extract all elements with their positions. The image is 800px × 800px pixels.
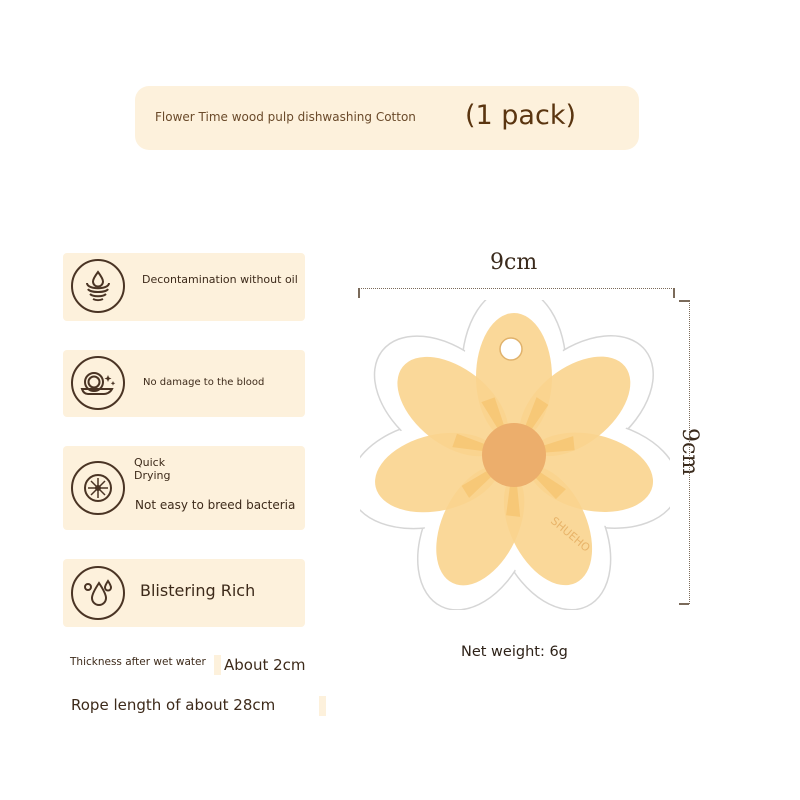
feature-sub-label: Not easy to breed bacteria <box>135 498 296 512</box>
flower-sponge-image: SHUEHO <box>360 300 670 610</box>
feature-label: Blistering Rich <box>140 581 256 600</box>
water-drop-bowl-icon <box>71 259 125 313</box>
width-tick-right <box>673 288 675 298</box>
width-dimension-line <box>359 288 674 289</box>
feature-label: Decontamination without oil <box>142 273 298 286</box>
rope-strip <box>319 696 326 716</box>
width-label: 9cm <box>490 250 538 275</box>
feature-label: No damage to the blood <box>143 377 265 388</box>
water-drops-icon <box>71 566 125 620</box>
product-title: Flower Time wood pulp dishwashing Cotton <box>155 110 416 124</box>
feature-card-blistering: Blistering Rich <box>63 559 305 627</box>
thickness-strip <box>214 655 221 675</box>
feature-card-quick-drying: Quick Drying Not easy to breed bacteria <box>63 446 305 530</box>
feature-card-decontamination: Decontamination without oil <box>63 253 305 321</box>
title-banner: Flower Time wood pulp dishwashing Cotton… <box>135 86 639 150</box>
thickness-value: About 2cm <box>224 656 306 674</box>
hanging-hole <box>499 337 523 361</box>
germ-burst-icon <box>71 461 125 515</box>
flower-center <box>482 423 546 487</box>
width-tick-left <box>358 288 360 298</box>
rope-length: Rope length of about 28cm <box>71 696 276 714</box>
feature-label-line1: Quick <box>134 456 166 469</box>
thickness-label: Thickness after wet water <box>70 656 206 668</box>
net-weight: Net weight: 6g <box>461 644 568 660</box>
height-tick-top <box>679 300 689 302</box>
feature-label-line2: Drying <box>134 469 171 482</box>
pack-count: (1 pack) <box>465 100 576 131</box>
height-dimension-line <box>689 300 690 604</box>
height-tick-bottom <box>679 603 689 605</box>
plate-sparkle-icon <box>71 356 125 410</box>
feature-card-no-damage: No damage to the blood <box>63 350 305 417</box>
